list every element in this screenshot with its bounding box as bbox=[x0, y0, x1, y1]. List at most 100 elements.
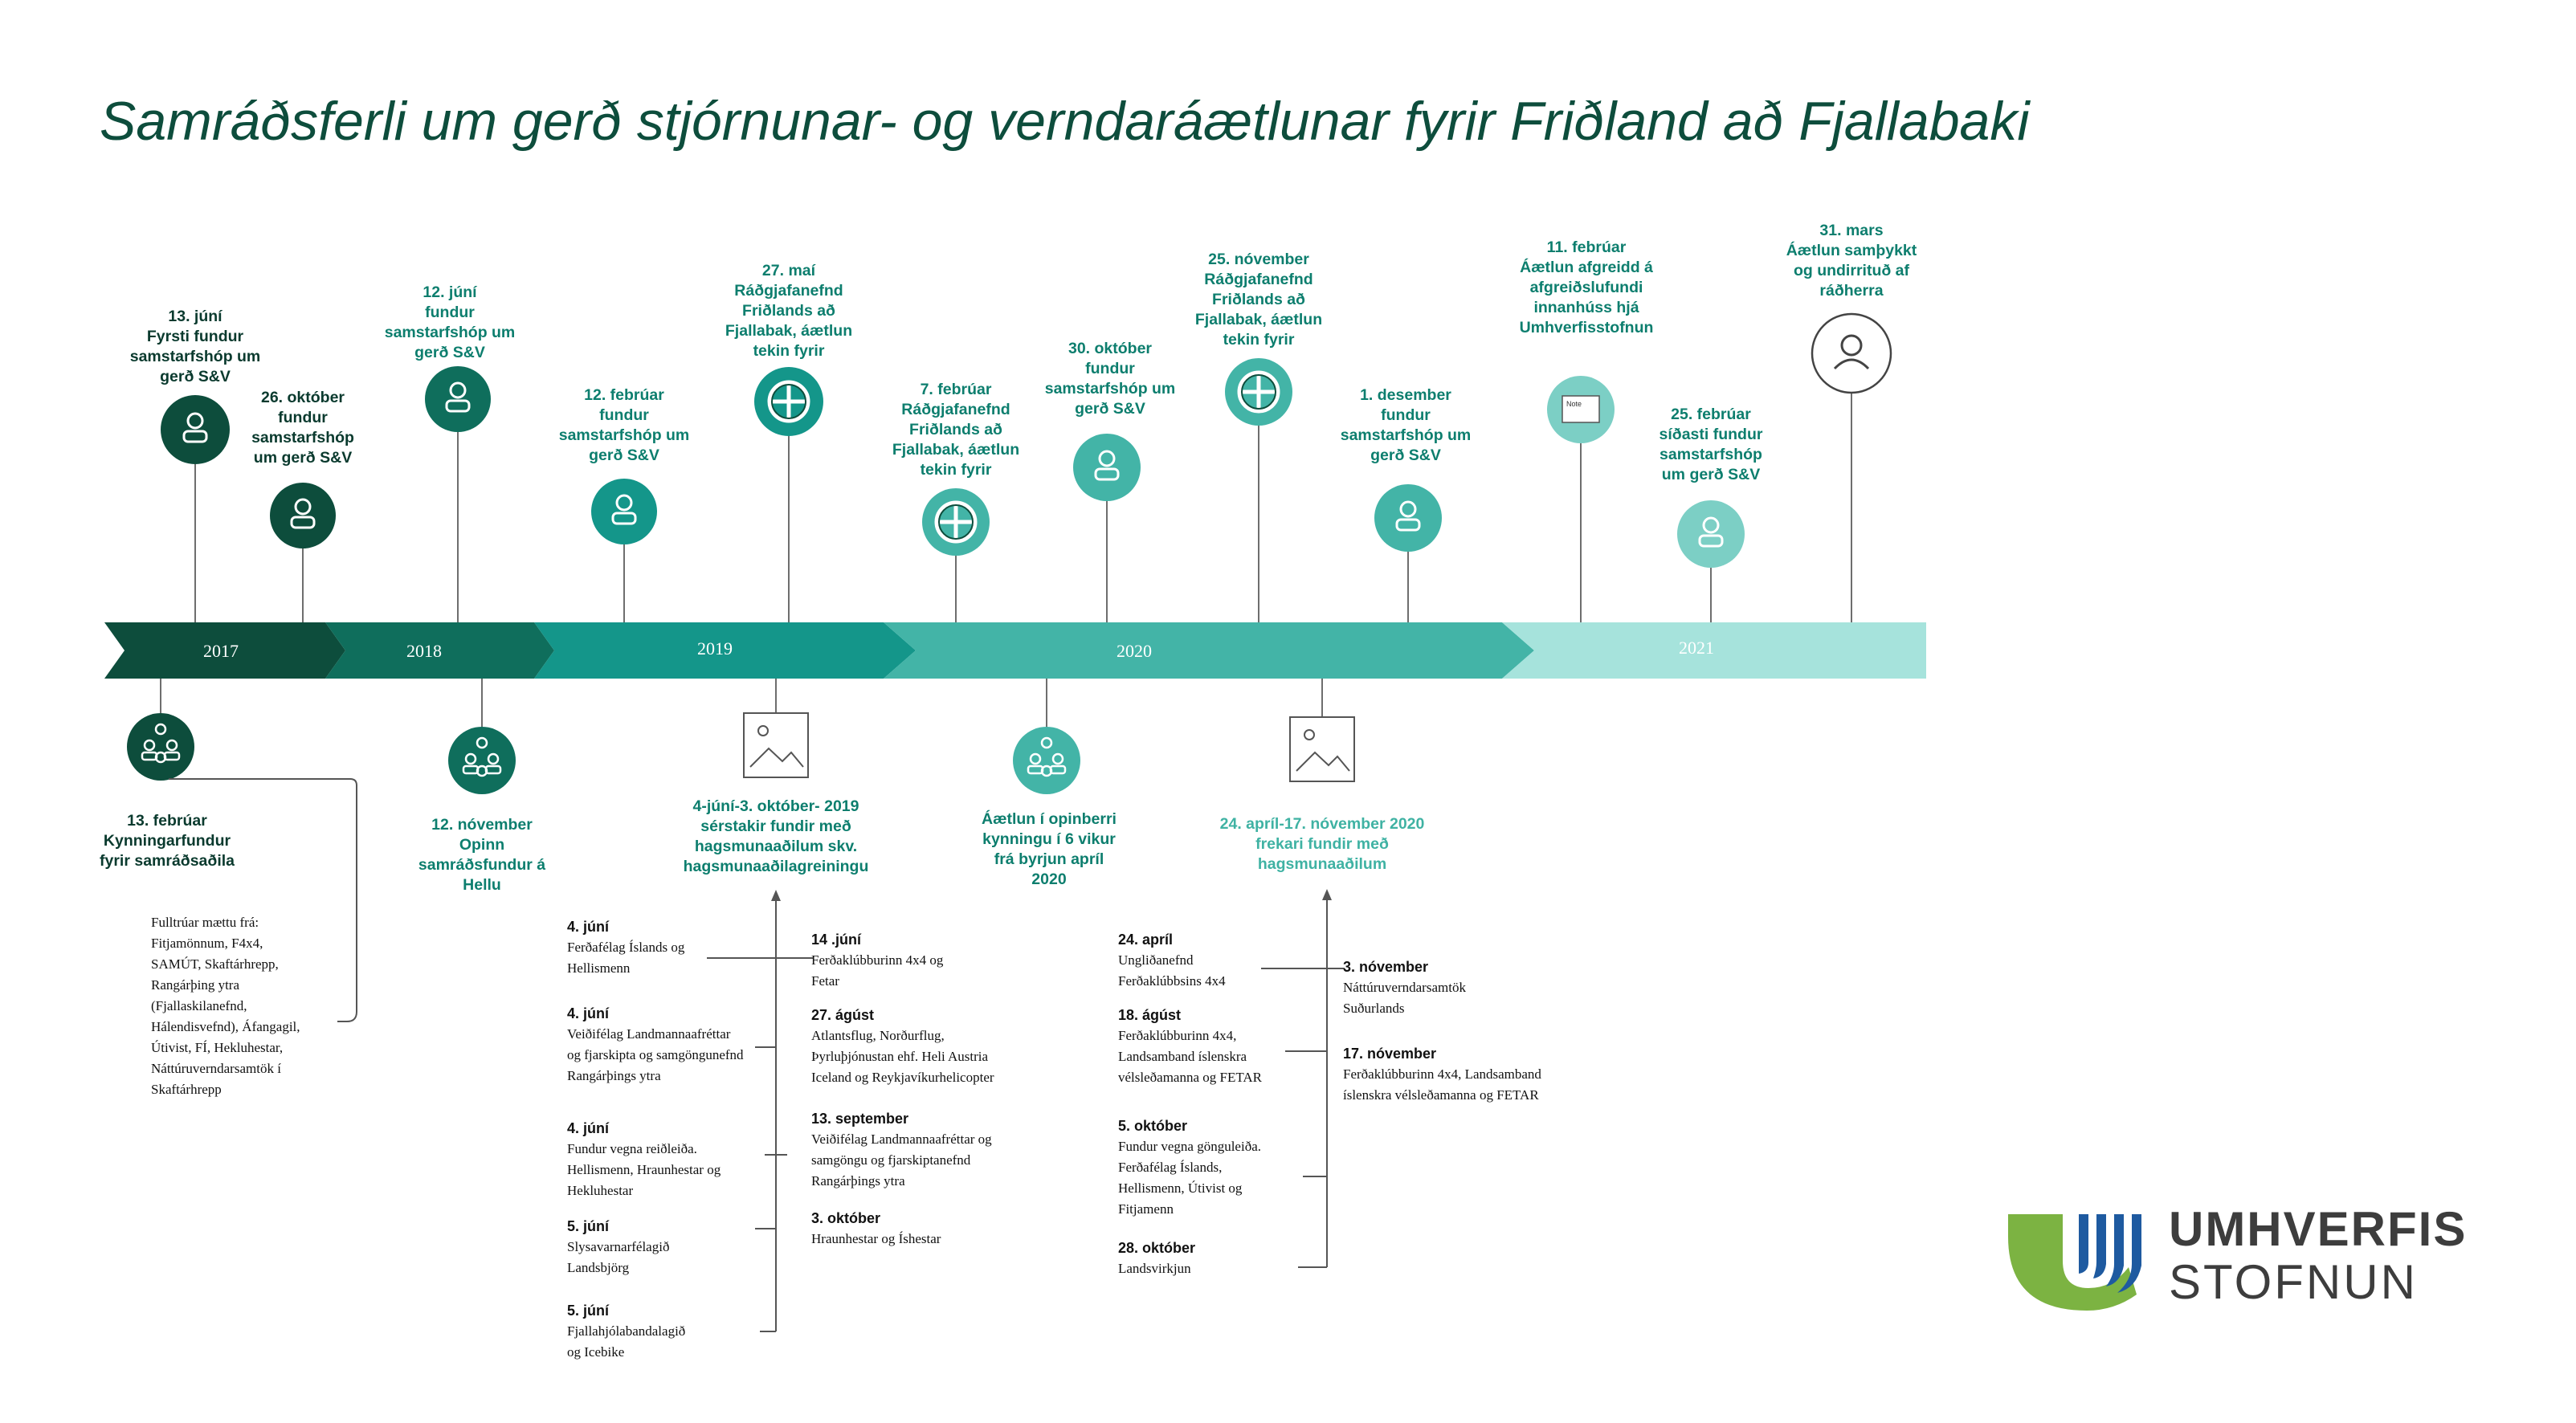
umhverfisstofnun-logo-icon bbox=[2008, 1214, 2141, 1311]
umhverfisstofnun-logo: UMHVERFIS STOFNUN bbox=[2169, 1203, 2467, 1309]
meeting-date: 17. nóvember bbox=[1343, 1046, 1437, 1062]
meeting-date: 27. ágúst bbox=[811, 1007, 875, 1023]
image-icon bbox=[1289, 716, 1355, 782]
attendees-bracket bbox=[169, 778, 357, 1022]
year-segment-2020 bbox=[884, 622, 1534, 679]
event-label: 4-júní-3. október- 2019 sérstakir fundir… bbox=[683, 797, 869, 875]
year-label: 2020 bbox=[1117, 641, 1152, 661]
meeting-attendees: Ferðaklúbburinn 4x4 og Fetar bbox=[811, 952, 944, 989]
meeting-attendees: Veiðifélag Landmannaafréttar og fjarskip… bbox=[567, 1026, 744, 1083]
event-label: 12. febrúar fundur samstarfshóp um gerð … bbox=[558, 386, 690, 464]
meeting-date: 5. júní bbox=[567, 1303, 610, 1319]
meeting-attendees: Fundur vegna reiðleiða. Hellismenn, Hrau… bbox=[567, 1141, 721, 1198]
group-icon bbox=[141, 723, 181, 764]
meeting-date: 5. júní bbox=[567, 1218, 610, 1234]
bottom-connectors bbox=[160, 679, 1323, 727]
event-icon-circle bbox=[1225, 358, 1292, 426]
meeting-date: 3. október bbox=[811, 1210, 881, 1226]
event-icon-circle bbox=[754, 367, 823, 436]
event-label: 11. febrúar Áætlun afgreidd á afgreiðslu… bbox=[1519, 239, 1654, 336]
person-icon bbox=[611, 494, 637, 525]
meeting-date: 3. nóvember bbox=[1343, 959, 1429, 975]
meeting-attendees: Ferðafélag Íslands og Hellismenn bbox=[567, 940, 685, 976]
top-connectors bbox=[194, 388, 1852, 622]
event-label: 12. júní fundur samstarfshóp um gerð S&V bbox=[384, 283, 516, 361]
meeting-attendees: Veiðifélag Landmannaafréttar og samgöngu… bbox=[811, 1131, 992, 1189]
meeting-attendees: Ferðaklúbburinn 4x4, Landsamband íslensk… bbox=[1118, 1028, 1262, 1085]
person-icon bbox=[1698, 516, 1724, 548]
meeting-date: 4. júní bbox=[567, 1120, 610, 1136]
meeting-attendees: Ferðaklúbburinn 4x4, Landsamband íslensk… bbox=[1343, 1066, 1541, 1103]
event-icon-circle bbox=[161, 395, 230, 464]
meeting-attendees: Fjallahjólabandalagið og Icebike bbox=[567, 1323, 686, 1360]
person-icon bbox=[445, 381, 471, 413]
group-icon bbox=[462, 736, 502, 777]
person-icon bbox=[1094, 450, 1120, 481]
event-label: Áætlun í opinberri kynningu í 6 vikur fr… bbox=[982, 810, 1117, 888]
event-label: 25. nóvember Ráðgjafanefnd Friðlands að … bbox=[1194, 251, 1323, 349]
person-icon bbox=[182, 412, 208, 443]
event-icon-circle bbox=[591, 479, 657, 544]
attendees-note: Fulltrúar mættu frá: Fitjamönnum, F4x4, … bbox=[151, 915, 300, 1097]
meeting-date: 4. júní bbox=[567, 1005, 610, 1021]
event-label: 27. maí Ráðgjafanefnd Friðlands að Fjall… bbox=[725, 262, 853, 360]
event-icon-circle bbox=[1677, 500, 1745, 568]
crosshair-icon bbox=[767, 380, 810, 423]
person-icon bbox=[1395, 500, 1421, 532]
event-icon-circle bbox=[127, 713, 194, 781]
meetings-2020-bracket bbox=[1261, 889, 1345, 1268]
logo-line-2: STOFNUN bbox=[2169, 1255, 2418, 1309]
crosshair-icon bbox=[934, 500, 978, 544]
event-icon-circle bbox=[1013, 727, 1080, 794]
meeting-attendees: Fundur vegna gönguleiða. Ferðafélag Ísla… bbox=[1118, 1139, 1261, 1217]
person-icon bbox=[1833, 334, 1870, 370]
event-icon-circle bbox=[922, 488, 990, 556]
meeting-date: 18. ágúst bbox=[1118, 1007, 1182, 1023]
event-icon-circle: Note bbox=[1547, 376, 1615, 443]
event-label: 31. mars Áætlun samþykkt og undirrituð a… bbox=[1786, 222, 1917, 300]
event-icon-circle bbox=[425, 366, 491, 432]
year-segment-2017 bbox=[104, 622, 345, 679]
logo-line-1: UMHVERFIS bbox=[2169, 1202, 2468, 1256]
event-label: 25. febrúar síðasti fundur samstarfshóp … bbox=[1659, 406, 1763, 483]
event-label: 26. október fundur samstarfshóp um gerð … bbox=[251, 389, 354, 467]
crosshair-icon bbox=[1237, 370, 1280, 414]
event-label: 30. október fundur samstarfshóp um gerð … bbox=[1044, 340, 1176, 418]
year-label: 2018 bbox=[406, 641, 442, 661]
image-icon bbox=[743, 712, 809, 778]
year-label: 2017 bbox=[203, 641, 239, 661]
event-label: 13. júní Fyrsti fundur samstarfshóp um g… bbox=[129, 308, 261, 385]
event-icon-circle bbox=[1073, 434, 1141, 501]
meeting-attendees: Hraunhestar og Íshestar bbox=[811, 1231, 941, 1246]
meetings-2019-bracket bbox=[707, 890, 814, 1332]
event-icon-circle bbox=[270, 483, 336, 548]
meeting-date: 14 .júní bbox=[811, 932, 862, 948]
event-icon-circle bbox=[448, 727, 516, 794]
meeting-attendees: Atlantsflug, Norðurflug, Þyrluþjónustan … bbox=[811, 1028, 994, 1085]
meeting-attendees: Ungliðanefnd Ferðaklúbbsins 4x4 bbox=[1118, 952, 1226, 989]
meeting-date: 5. október bbox=[1118, 1118, 1188, 1134]
group-icon bbox=[1027, 736, 1067, 777]
event-label: 13. febrúar Kynningarfundur fyrir samráð… bbox=[99, 812, 235, 870]
year-label: 2021 bbox=[1679, 638, 1714, 658]
event-label: 24. apríl-17. nóvember 2020 frekari fund… bbox=[1219, 815, 1425, 873]
timeline-band: 2017 2018 2019 2020 2021 bbox=[104, 622, 1926, 679]
year-segment-2018 bbox=[325, 622, 554, 679]
event-label: 7. febrúar Ráðgjafanefnd Friðlands að Fj… bbox=[892, 381, 1020, 479]
meeting-attendees: Landsvirkjun bbox=[1118, 1261, 1191, 1276]
event-label: 1. desember fundur samstarfshóp um gerð … bbox=[1340, 386, 1472, 464]
note-icon: Note bbox=[1562, 395, 1600, 423]
meeting-date: 4. júní bbox=[567, 919, 610, 935]
meeting-attendees: Slysavarnarfélagið Landsbjörg bbox=[567, 1239, 670, 1275]
